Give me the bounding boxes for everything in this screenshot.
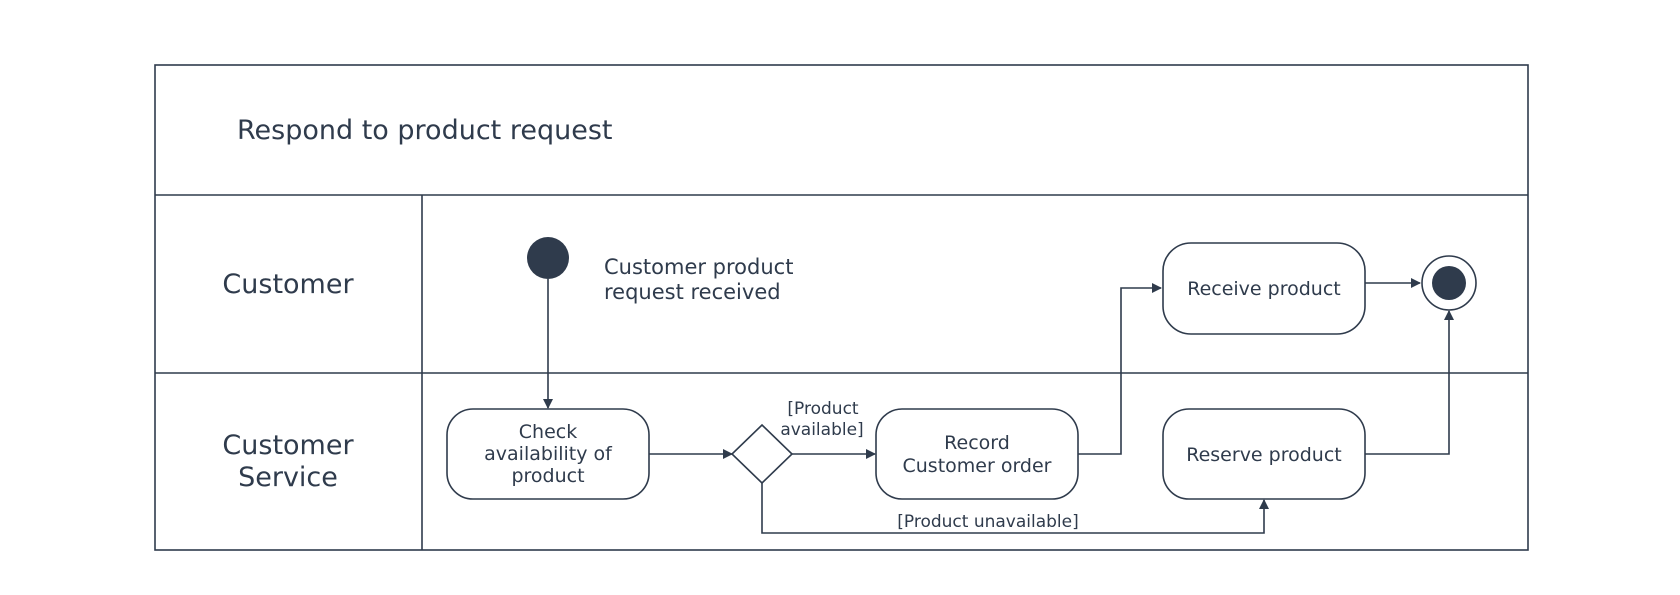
flow-reserve-to-final <box>1365 310 1454 455</box>
flow-decision-to-reserve <box>761 483 1269 534</box>
guard-available-line2: available] <box>780 420 863 440</box>
activity-check-line2: availability of <box>484 443 613 465</box>
diagram-title: Respond to product request <box>237 115 612 146</box>
start-note-line2: request received <box>604 280 781 304</box>
lane-label-customer: Customer <box>222 269 354 300</box>
initial-node <box>527 237 569 279</box>
activity-receive-label: Receive product <box>1187 278 1341 300</box>
flow-record-to-receive <box>1078 283 1162 455</box>
activity-reserve-label: Reserve product <box>1186 444 1342 466</box>
final-node-inner <box>1432 266 1466 300</box>
activity-record-line2: Customer order <box>903 455 1052 477</box>
activity-record-order <box>875 408 1079 500</box>
activity-check-line1: Check <box>519 421 577 443</box>
lane-label-service-line1: Customer <box>222 430 354 461</box>
start-note-line1: Customer product <box>604 255 793 279</box>
activity-check-line3: product <box>511 465 584 487</box>
activity-receive-product <box>1162 242 1366 335</box>
diagram-frame <box>154 64 1529 551</box>
guard-unavailable: [Product unavailable] <box>897 512 1079 532</box>
lane-label-service-line2: Service <box>238 462 338 493</box>
activity-record-line1: Record <box>944 432 1010 454</box>
guard-available-line1: [Product <box>787 399 859 419</box>
